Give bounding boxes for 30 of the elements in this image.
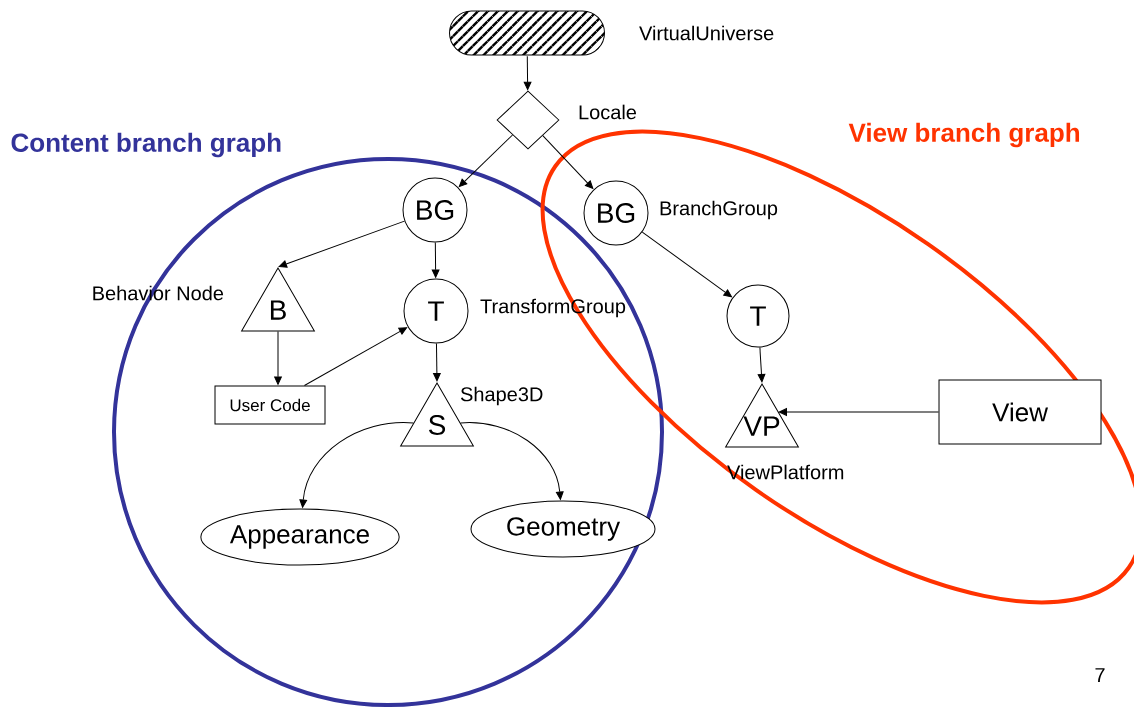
arrow [778,408,939,416]
arrow [278,220,405,268]
arrow [433,343,441,382]
arrow [757,346,766,383]
arrow [458,134,513,188]
arrow [299,422,414,508]
node-caption: Shape3D [460,386,543,406]
arrow [641,231,732,298]
group-heading: Content branch graph [11,132,281,158]
arrow [460,422,564,500]
arrow [303,327,408,386]
ellipse-node: Geometry [470,500,656,558]
node-caption: VirtualUniverse [639,25,774,41]
node-caption: BranchGroup [660,200,778,220]
triangle-node: B [241,267,315,332]
arrow [542,135,594,189]
circle-node: BG [402,177,468,243]
arrow [523,55,532,91]
circle-node: BG [583,180,649,246]
node-caption: Locale [579,104,637,120]
page-number: 7 [1095,668,1105,682]
group-heading: View branch graph [848,122,1080,148]
arrow [431,242,440,278]
arrow [274,331,282,385]
triangle-node: VP [725,383,799,448]
ellipse-node: Appearance [200,508,400,566]
circle-node: T [403,278,469,344]
rectangle-node: User Code [214,385,326,425]
circle-node: T [726,284,790,348]
rectangle-node: View [938,379,1102,445]
